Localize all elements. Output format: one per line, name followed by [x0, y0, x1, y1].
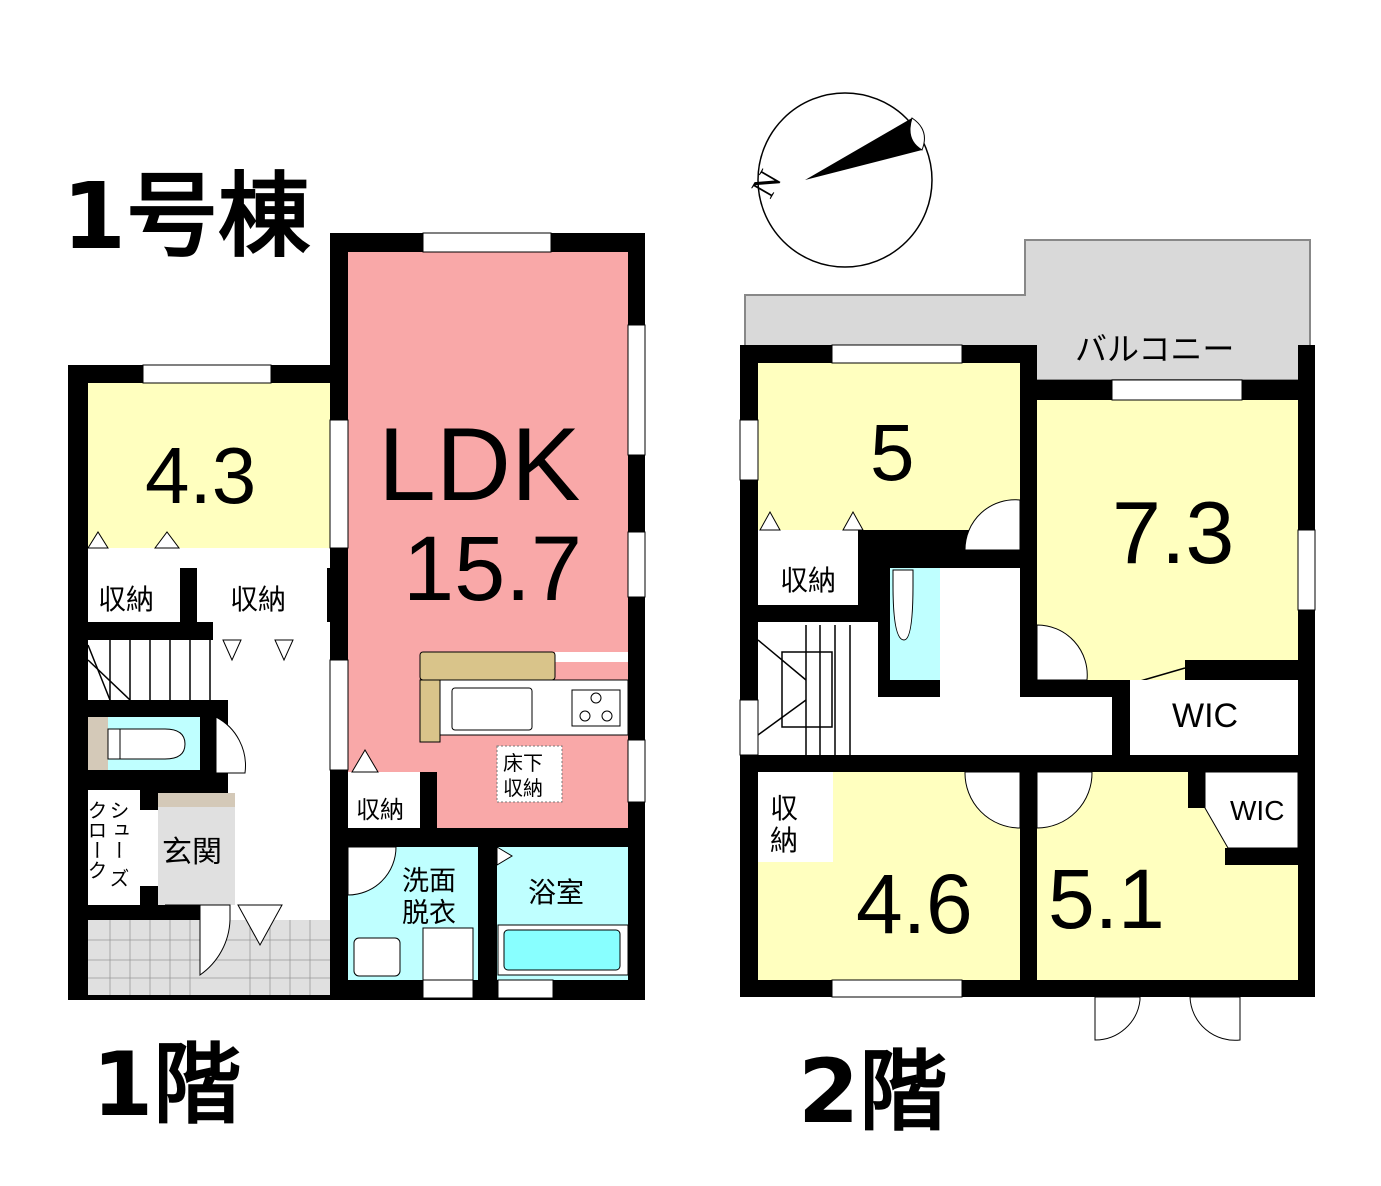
building-title: 1号棟 — [62, 163, 311, 270]
washing-machine — [422, 927, 474, 981]
bathroom-label: 浴室 — [528, 876, 584, 909]
floor-2-label: 2階 — [798, 1040, 947, 1143]
entrance — [158, 793, 235, 905]
stove-icon — [571, 689, 621, 727]
room-4-3-label: 4.3 — [145, 431, 256, 520]
underfloor-storage-label-2: 収納 — [503, 776, 543, 800]
stairs — [88, 640, 228, 700]
room-4-6-label: 4.6 — [856, 857, 973, 951]
floor-1-label: 1階 — [92, 1033, 241, 1136]
floor-2-plan: バルコニー 5 7.3 4.6 5.1 収納 収 納 WIC WIC — [739, 239, 1316, 1041]
room-5-1-label: 5.1 — [1048, 852, 1165, 946]
room-5-label: 5 — [870, 408, 915, 497]
washroom-label: 洗面 — [402, 866, 456, 897]
floor-1-plan: 4.3 LDK 15.7 収納 収納 収納 床下 収納 玄関 シュー ズ クロー… — [68, 232, 646, 1000]
storage-2f-2 — [758, 772, 833, 862]
hallway — [228, 640, 330, 920]
window — [142, 364, 272, 384]
compass-needle-icon — [805, 118, 922, 180]
ldk-label: LDK — [378, 407, 580, 523]
storage-1 — [88, 568, 180, 622]
shoe-cloak — [88, 790, 140, 905]
shoe-cloak-label-2: クローク — [84, 800, 108, 880]
storage-2 — [197, 568, 327, 622]
room-4-3 — [88, 383, 330, 548]
wic-1 — [1130, 680, 1298, 755]
storage-3-label: 収納 — [356, 796, 404, 824]
toilet-icon — [119, 728, 186, 760]
bathtub — [503, 929, 621, 971]
room-7-3-label: 7.3 — [1112, 483, 1234, 582]
storage-2f-2-label: 収 — [770, 792, 798, 825]
balcony-label: バルコニー — [1075, 330, 1234, 368]
underfloor-storage-label: 床下 — [503, 751, 543, 775]
storage-2f-1-label: 収納 — [780, 564, 836, 597]
shoe-cloak-label: シュー — [106, 800, 130, 860]
storage-2f-2-label-b: 納 — [770, 824, 798, 857]
wic-1-label: WIC — [1172, 697, 1238, 735]
washroom-label-2: 脱衣 — [402, 898, 456, 929]
storage-2f-1 — [758, 530, 858, 605]
storage-1-label: 収納 — [98, 583, 154, 616]
room-5 — [758, 363, 1020, 530]
storage-3 — [348, 772, 420, 828]
ldk-size: 15.7 — [403, 518, 582, 620]
stairs-2f — [758, 622, 878, 755]
wash-basin-icon — [353, 937, 401, 977]
storage-2-label: 収納 — [230, 583, 286, 616]
wic-2-label: WIC — [1230, 795, 1284, 826]
toilet-icon-2f — [892, 569, 914, 641]
shoe-cloak-label-b: ズ — [106, 868, 130, 888]
compass: N — [745, 92, 933, 268]
kitchen-counter — [419, 651, 556, 681]
entrance-label: 玄関 — [162, 835, 222, 870]
hallway-2f — [878, 697, 1112, 755]
room-7-3 — [1037, 400, 1298, 660]
